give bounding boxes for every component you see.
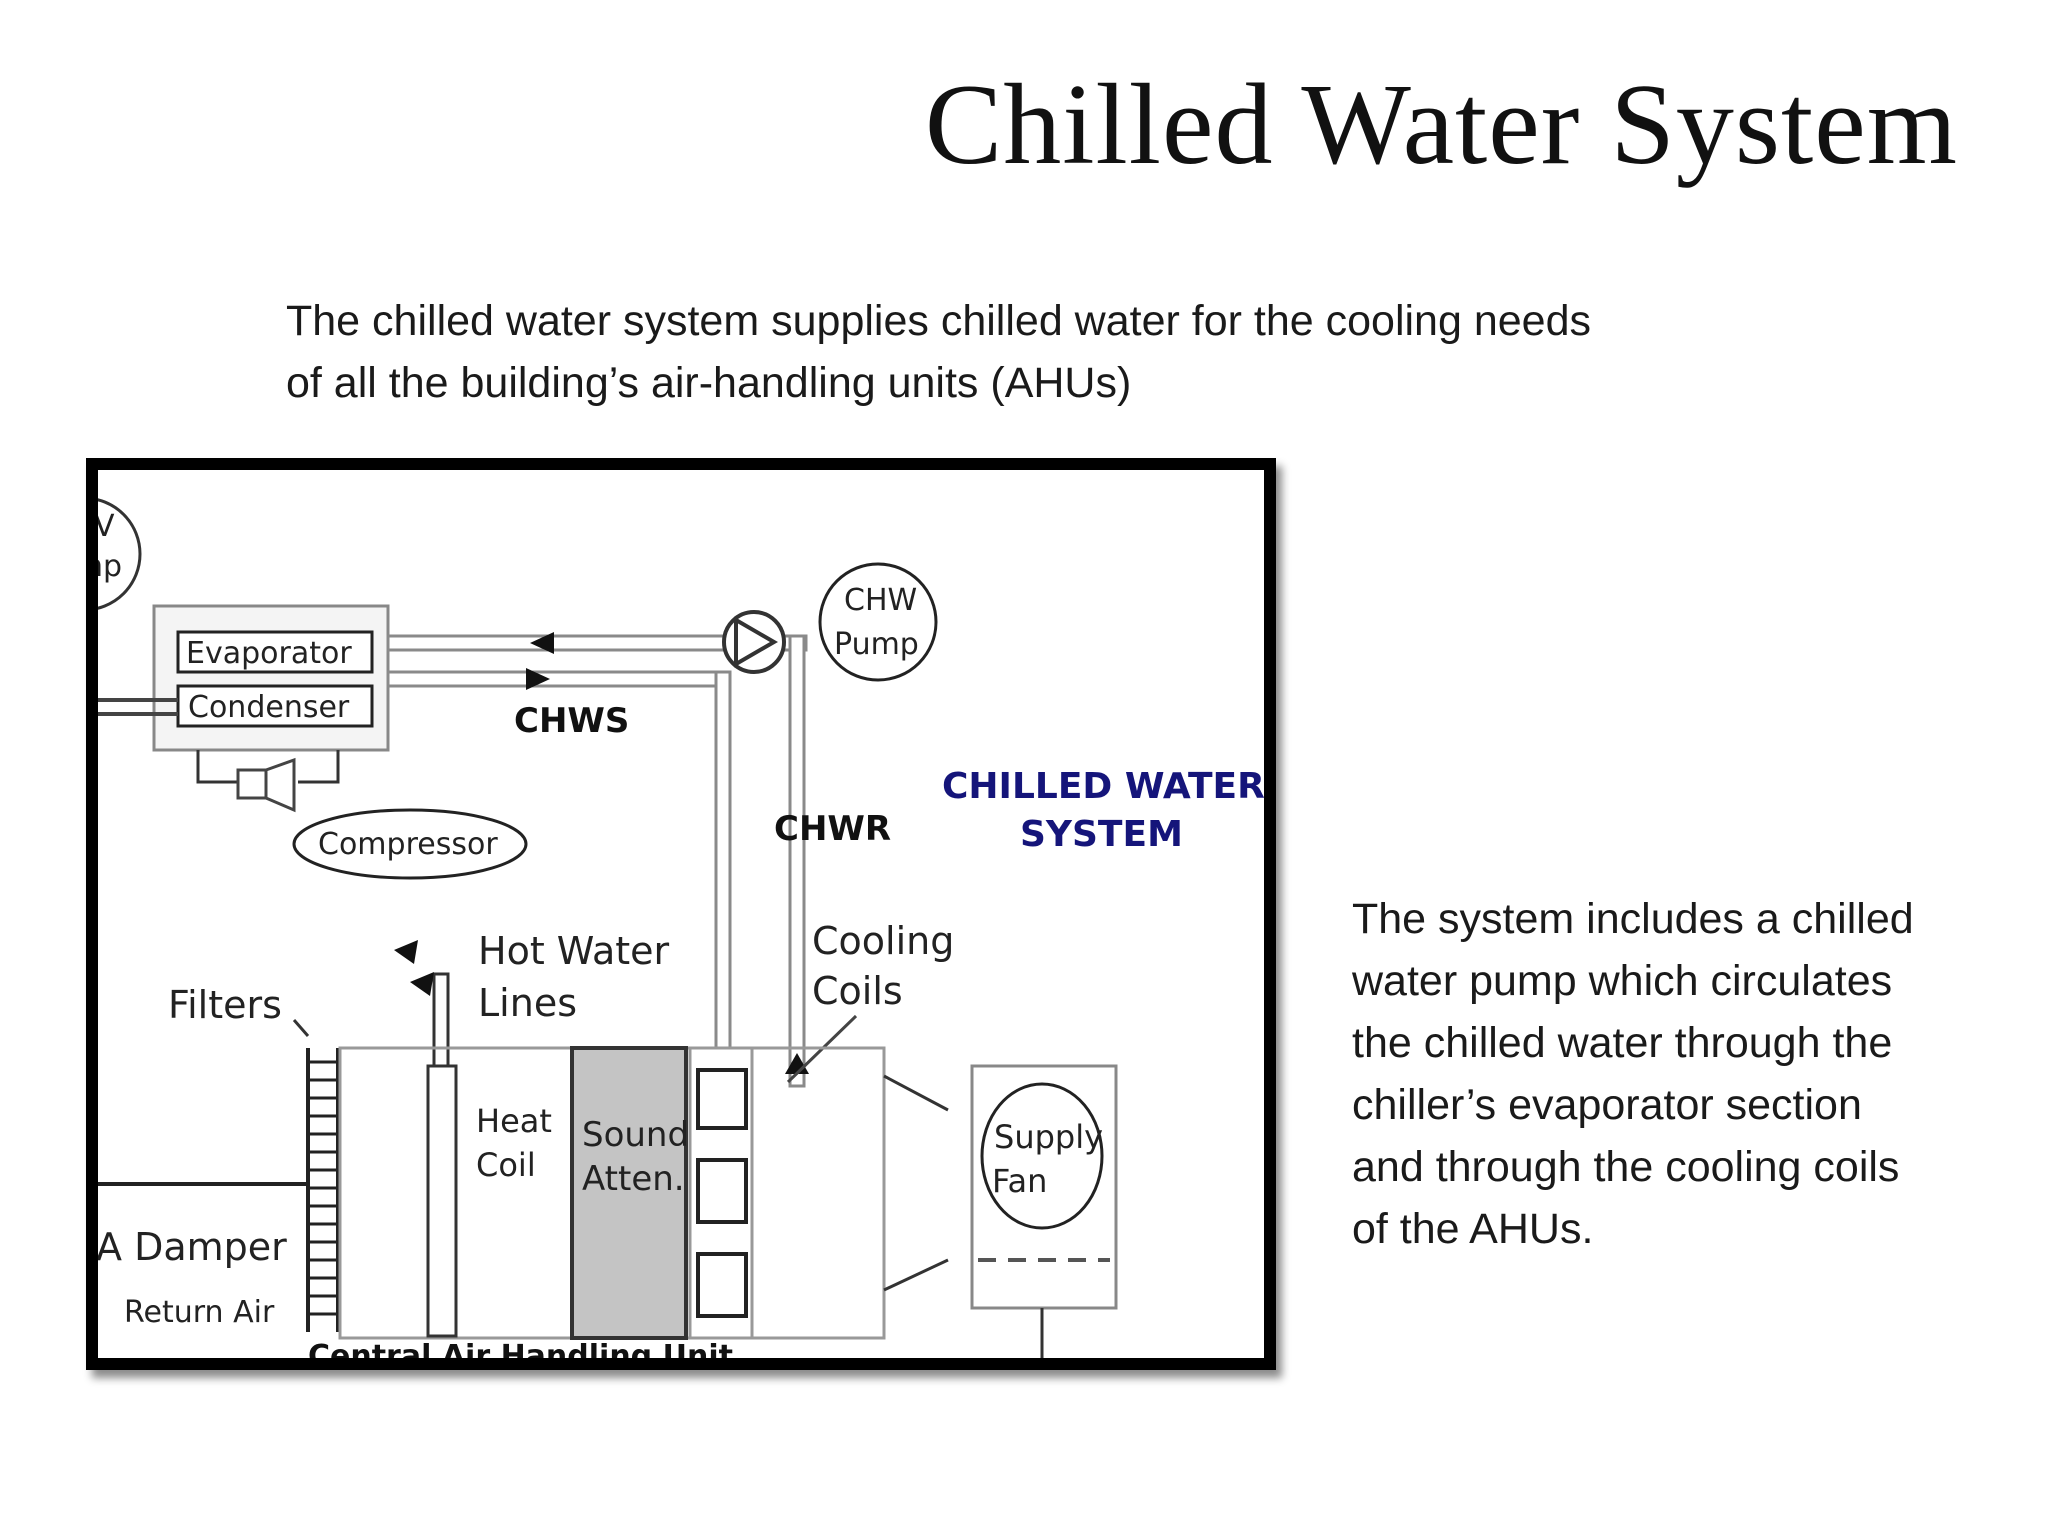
flow-arrow-left [530, 632, 554, 654]
cooling-coil-box [696, 1158, 748, 1224]
intro-paragraph: The chilled water system supplies chille… [286, 290, 1766, 414]
chwr-pipe-vertical [788, 634, 806, 1088]
chw-pump-label: Pump [834, 627, 919, 662]
fan-transition [883, 1074, 949, 1112]
chws-pipe-horizontal [386, 670, 726, 688]
system-title-label: SYSTEM [1020, 814, 1183, 855]
chw-pump-circle [818, 562, 938, 682]
heat-coil-label: Coil [476, 1146, 536, 1184]
hot-water-label: Hot Water [478, 929, 670, 973]
cooling-coils-label: Cooling [812, 919, 954, 963]
heat-coil-box [426, 1064, 458, 1338]
pump-symbol [722, 610, 786, 674]
sound-attenuator-label: Atten. [582, 1159, 685, 1199]
hot-water-pipe [432, 972, 450, 1072]
filters-pointer [292, 1019, 310, 1037]
description-line: the chilled water through the [1352, 1019, 1893, 1067]
filter-rungs [308, 1060, 338, 1316]
compressor-label: Compressor [318, 827, 498, 862]
hot-water-valve [394, 940, 418, 964]
supply-fan-label: Fan [992, 1162, 1047, 1200]
chwr-label: CHWR [774, 809, 891, 849]
supply-fan-label: Supply [994, 1118, 1103, 1156]
chws-label: CHWS [514, 701, 629, 741]
description-line: The system includes a chilled [1352, 895, 1914, 943]
supply-fan-circle [980, 1082, 1104, 1230]
chiller-box [152, 604, 390, 752]
damper-label: A Damper [98, 1225, 287, 1269]
cooling-coil-box [696, 1252, 748, 1318]
intro-line: of all the building’s air-handling units… [286, 359, 1132, 407]
filters-label: Filters [168, 983, 282, 1027]
partial-pump-label: np [98, 549, 122, 584]
chw-pump-label: CHW [844, 583, 917, 618]
flow-arrow-right [526, 668, 550, 690]
supply-fan-housing [970, 1064, 1118, 1310]
description-paragraph: The system includes a chilled water pump… [1352, 888, 2032, 1260]
description-line: water pump which circulates [1352, 957, 1893, 1005]
intro-line: The chilled water system supplies chille… [286, 297, 1591, 345]
condenser-box [176, 684, 374, 728]
compressor-link [196, 750, 238, 784]
heat-coil-label: Heat [476, 1102, 552, 1140]
description-line: chiller’s evaporator section [1352, 1081, 1862, 1129]
diagram-canvas: V np Evaporator Condenser Compressor CHW… [98, 498, 1264, 1358]
evaporator-box [176, 630, 374, 674]
sound-attenuator-box [570, 1046, 688, 1340]
chwr-pipe-horizontal [386, 634, 808, 652]
sound-attenuator-label: Sound [582, 1115, 689, 1155]
compressor-body [236, 768, 268, 800]
compressor-link [298, 750, 340, 784]
fan-transition [883, 1258, 949, 1292]
system-title-label: CHILLED WATER [942, 766, 1264, 807]
hot-water-label: Lines [478, 981, 577, 1025]
compressor-ellipse [292, 808, 528, 880]
chws-pipe-vertical [714, 670, 732, 1088]
cooling-coils-label: Coils [812, 969, 903, 1013]
description-line: and through the cooling coils [1352, 1143, 1900, 1191]
partial-pump-circle [98, 498, 142, 610]
ahu-caption: Central Air Handling Unit [308, 1339, 733, 1358]
evaporator-label: Evaporator [186, 636, 352, 671]
cooling-coil-box [696, 1068, 748, 1130]
slide-title: Chilled Water System [924, 61, 1958, 189]
compressor-horn [264, 757, 296, 813]
partial-pump-label: V [98, 509, 115, 544]
pump-arrow [734, 616, 778, 668]
hot-water-valve [410, 972, 434, 996]
return-air-label: Return Air [124, 1295, 275, 1330]
chilled-water-diagram: V np Evaporator Condenser Compressor CHW… [86, 458, 1276, 1370]
description-line: of the AHUs. [1352, 1205, 1594, 1253]
condenser-label: Condenser [188, 690, 350, 725]
